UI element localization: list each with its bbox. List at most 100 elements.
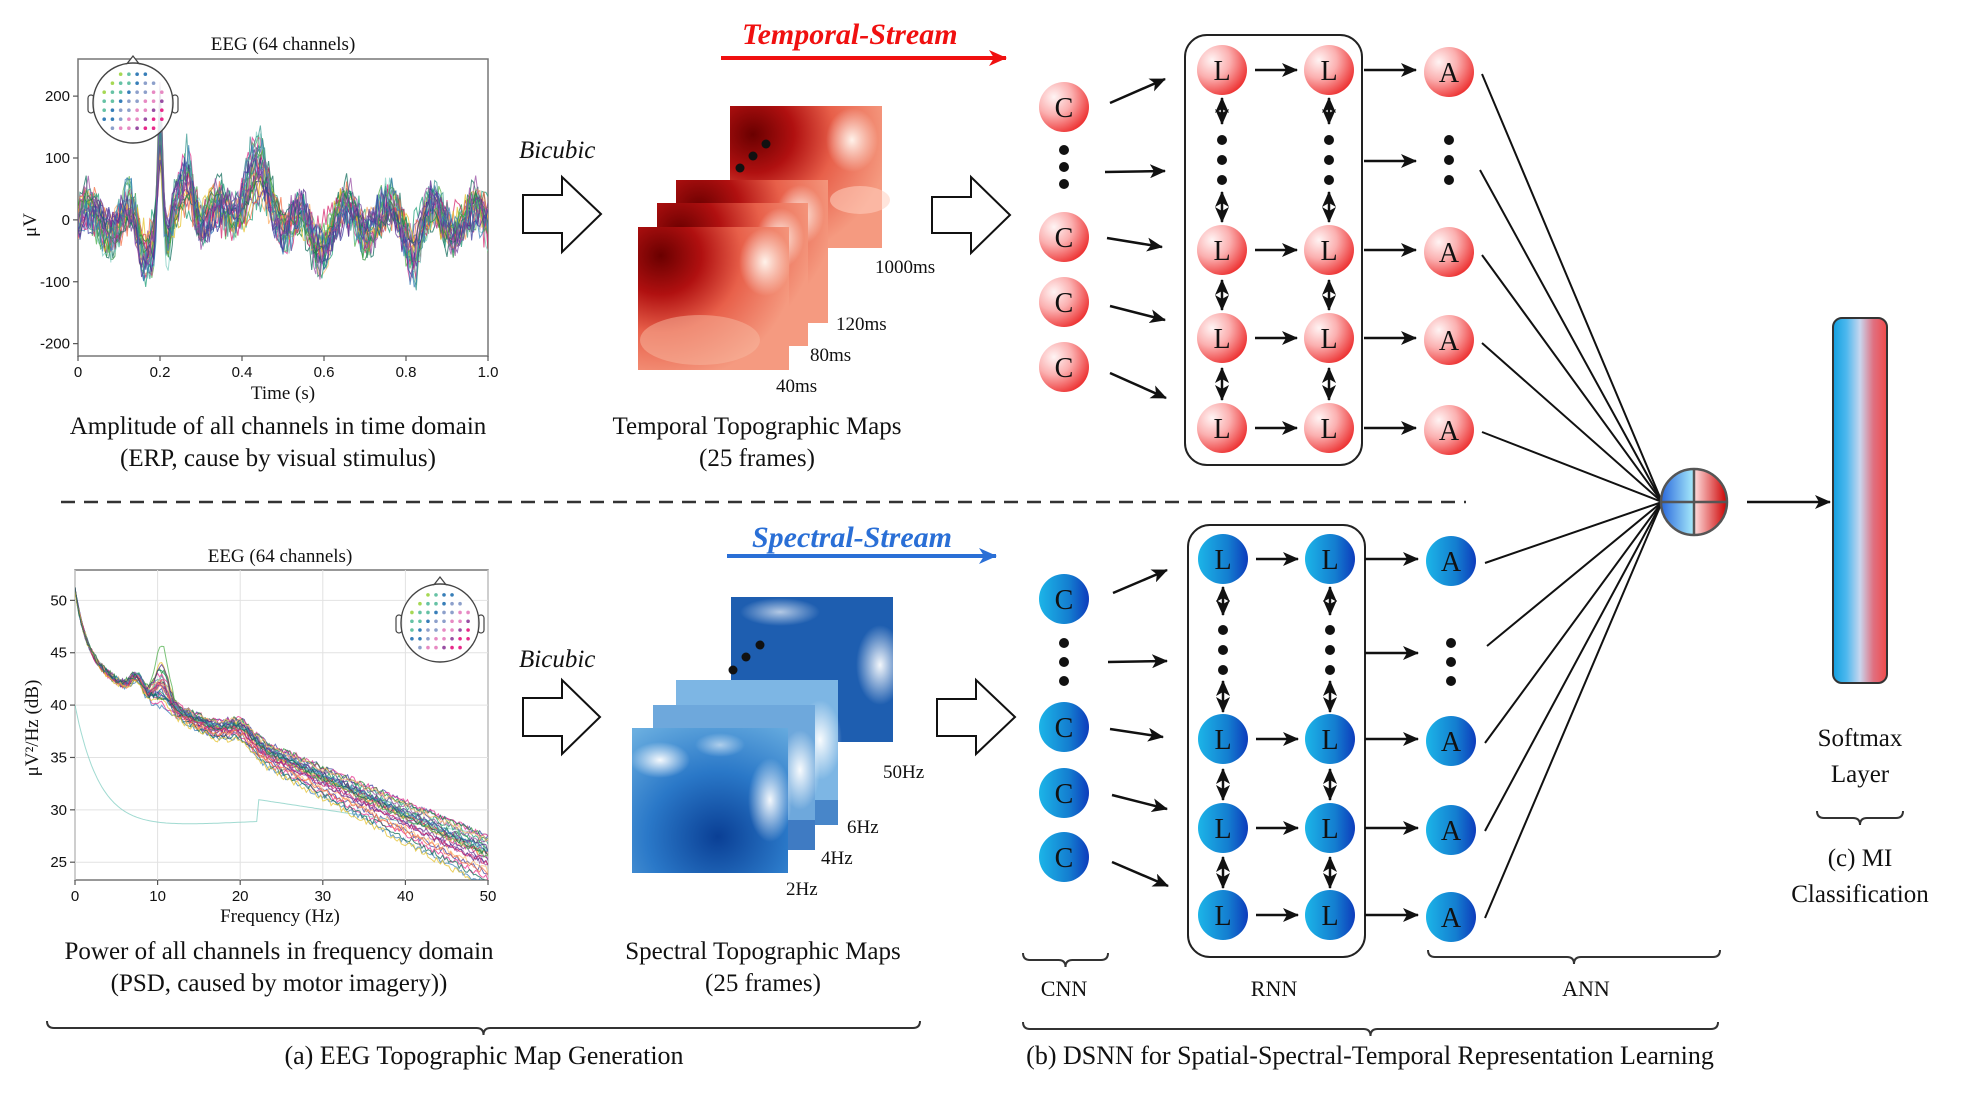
frame-label: 80ms: [810, 345, 851, 366]
rnn-label: RNN: [1251, 976, 1298, 1001]
node-letter: L: [1213, 414, 1230, 445]
brace-c: [1816, 810, 1904, 826]
red-node-l: L: [1197, 403, 1247, 453]
red-node-c: C: [1039, 212, 1089, 262]
electrode-dot: [466, 619, 470, 624]
node-letter: L: [1213, 56, 1230, 87]
node-circle: [1039, 212, 1089, 262]
electrode-dot: [127, 108, 131, 112]
fusion-concatenation-node: [1659, 467, 1729, 537]
psd-caption-line2: (PSD, caused by motor imagery)): [111, 970, 448, 997]
electrode-dot: [426, 645, 430, 650]
y-tick-label: 50: [50, 592, 67, 609]
blue-node-a: A: [1426, 716, 1476, 766]
psd-traces: [75, 587, 488, 880]
node-letter: L: [1321, 814, 1338, 845]
electrode-dot: [160, 90, 164, 94]
ellipsis-dot: [1217, 135, 1227, 145]
red-node-l: L: [1304, 403, 1354, 453]
frame-label: 50Hz: [883, 762, 924, 783]
node-letter: L: [1320, 324, 1337, 355]
ellipsis-dot: [748, 151, 758, 161]
section-b-label: (b) DSNN for Spatial-Spectral-Temporal R…: [1026, 1041, 1714, 1070]
rnn-box: [1187, 524, 1366, 958]
softmax-layer-bar: [1832, 317, 1888, 684]
electrode-dot: [426, 593, 430, 597]
x-tick-label: 20: [232, 888, 249, 905]
channel-trace: [75, 591, 471, 880]
electrode-dot: [458, 628, 462, 632]
ellipsis-dot: [1446, 638, 1456, 648]
y-tick-label: 30: [50, 802, 67, 819]
electrode-dot: [135, 81, 139, 85]
ellipsis-dot: [1218, 625, 1228, 635]
electrode-dot: [442, 601, 446, 606]
hollow-arrow-icon: [522, 174, 603, 255]
electrode-dot: [135, 72, 139, 76]
electrode-head-map-icon: [87, 54, 179, 144]
node-letter: L: [1320, 56, 1337, 87]
electrode-dot: [143, 117, 148, 121]
electrode-head-map-icon: [395, 575, 485, 663]
node-letter: L: [1321, 901, 1338, 932]
ellipsis-dot: [1446, 676, 1456, 686]
ellipsis-dot: [761, 139, 771, 149]
node-letter: L: [1214, 725, 1231, 756]
red-node-c: C: [1039, 342, 1089, 392]
node-circle: [1426, 892, 1476, 942]
brace-cnn: [1022, 952, 1109, 968]
blue-node-l: L: [1305, 890, 1355, 940]
erp-caption-line2: (ERP, cause by visual stimulus): [120, 445, 436, 472]
node-letter: C: [1055, 223, 1074, 254]
ellipsis-dot: [1444, 175, 1454, 185]
head-outline: [92, 62, 174, 144]
x-tick-label: 40: [397, 888, 414, 905]
node-letter: C: [1055, 353, 1074, 384]
electrode-dot: [450, 593, 454, 597]
erp-plot-title: EEG (64 channels): [211, 34, 356, 55]
red-node-l: L: [1197, 225, 1247, 275]
bicubic-label-top: Bicubic: [519, 137, 595, 164]
electrode-dot: [127, 72, 131, 76]
electrode-dot: [458, 619, 462, 624]
blue-node-l: L: [1198, 714, 1248, 764]
electrode-dot: [426, 636, 430, 641]
ellipsis-dot: [735, 163, 745, 173]
red-node-c: C: [1039, 82, 1089, 132]
electrode-dot: [418, 610, 422, 615]
electrode-dot: [466, 610, 470, 615]
electrode-dot: [102, 108, 106, 112]
node-letter: L: [1320, 236, 1337, 267]
ellipsis-dot: [1324, 155, 1334, 165]
channel-trace: [75, 587, 488, 855]
electrode-dot: [442, 593, 446, 597]
electrode-dot: [450, 636, 454, 641]
temporal-maps-caption-line1: Temporal Topographic Maps: [612, 413, 901, 440]
node-circle: [1198, 714, 1248, 764]
electrode-dot: [458, 610, 462, 615]
electrode-dot: [426, 628, 430, 632]
erp-traces: [78, 82, 488, 291]
arrow-icon: [1106, 236, 1163, 252]
electrode-dot: [118, 117, 123, 121]
electrode-dot: [410, 619, 414, 624]
blue-node-c: C: [1039, 702, 1089, 752]
electrode-dot: [118, 81, 123, 85]
frame-label: 40ms: [776, 376, 817, 397]
electrode-dot: [118, 72, 123, 76]
node-circle: [1198, 890, 1248, 940]
node-circle: [1304, 45, 1354, 95]
frame-label: 2Hz: [786, 879, 818, 900]
electrode-dot: [110, 99, 115, 103]
temporal-map-stack: 1000ms 120ms 80ms 40ms Temporal Topograp…: [612, 106, 935, 472]
blue-node-c: C: [1039, 832, 1089, 882]
ellipsis-dot: [1059, 162, 1069, 172]
ellipsis-dot: [1325, 665, 1335, 675]
node-letter: C: [1055, 93, 1074, 124]
electrode-dot: [426, 619, 430, 624]
arrow-icon: [1109, 727, 1164, 742]
red-node-c: C: [1039, 277, 1089, 327]
electrode-dot: [135, 117, 139, 121]
x-tick-label: 30: [314, 888, 331, 905]
electrode-dot: [450, 628, 454, 632]
